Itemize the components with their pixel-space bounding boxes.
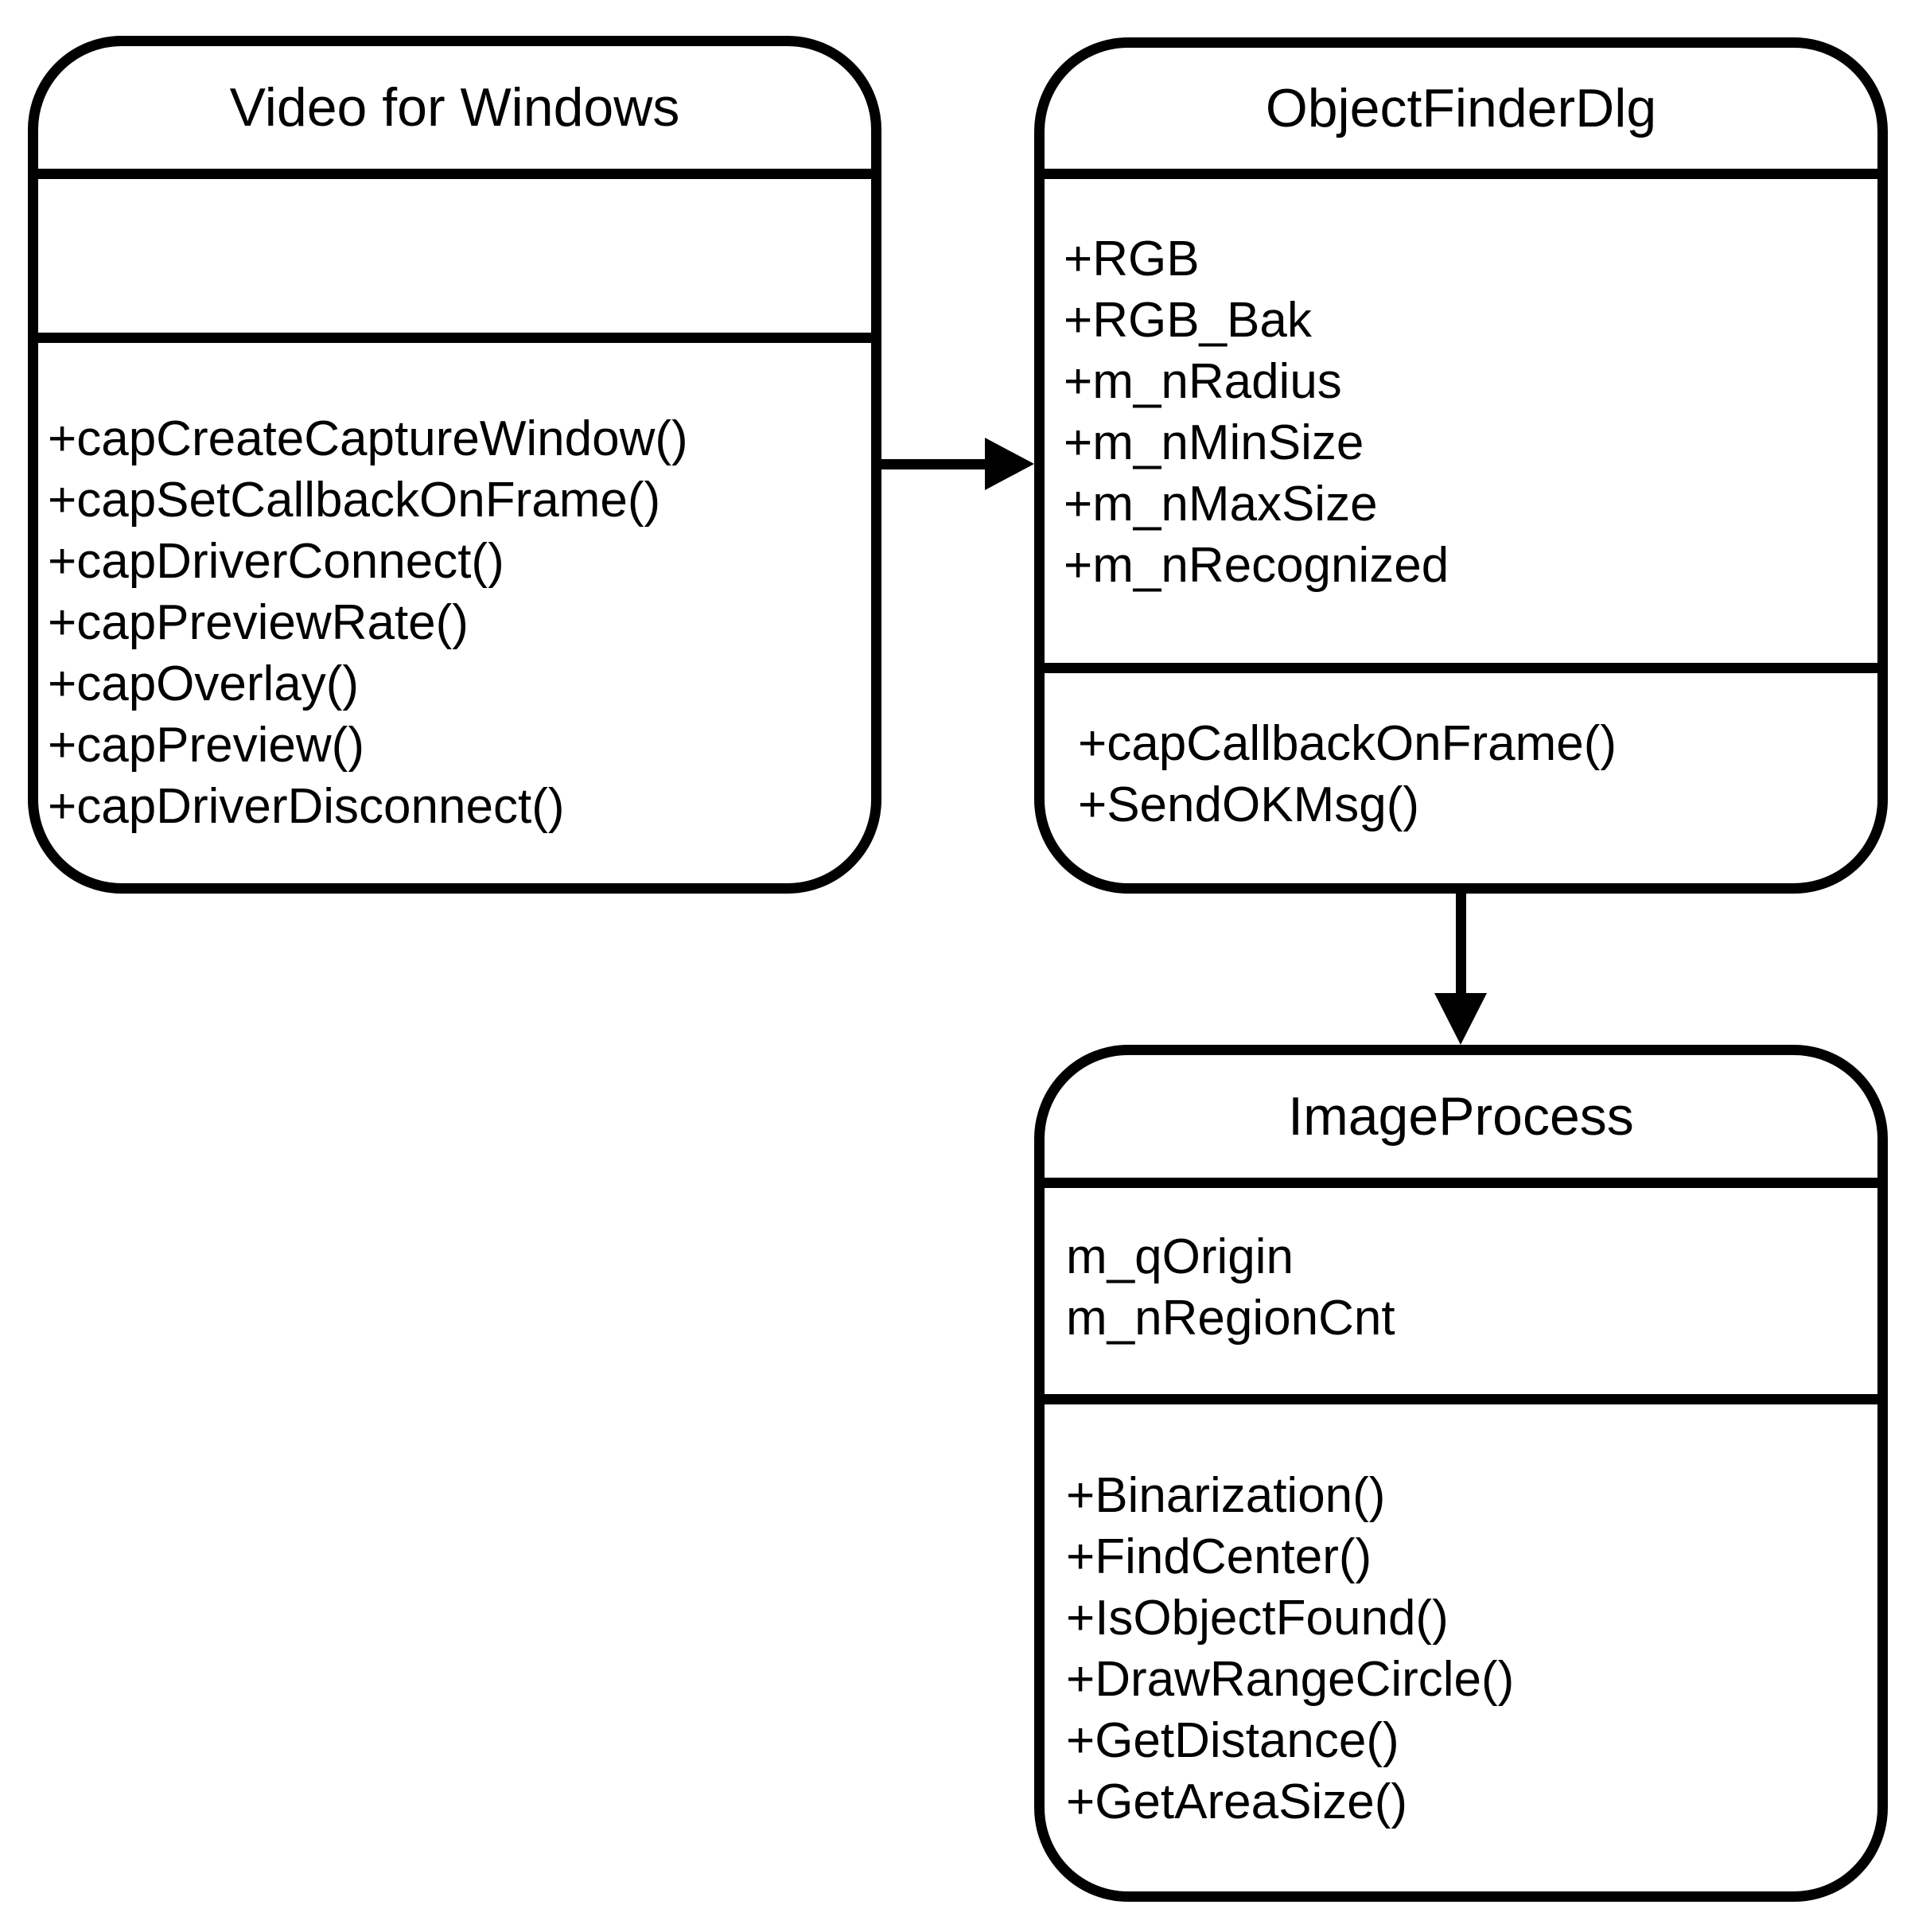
arrow-stem xyxy=(1456,894,1466,997)
attribute-item: +m_nMaxSize xyxy=(1064,477,1378,532)
attributes-compartment xyxy=(38,169,871,333)
arrowhead-right-icon xyxy=(985,438,1034,490)
methods-compartment: +capCallbackOnFrame() +SendOKMsg() xyxy=(1045,663,1877,883)
class-name: ImageProcess xyxy=(1288,1086,1634,1147)
arrowhead-down-icon xyxy=(1434,993,1487,1045)
method-item: +capCreateCaptureWindow() xyxy=(48,411,688,466)
method-item: +GetAreaSize() xyxy=(1066,1774,1408,1829)
attribute-item: m_qOrigin xyxy=(1066,1229,1294,1284)
method-item: +SendOKMsg() xyxy=(1078,777,1420,832)
attribute-item: +m_nMinSize xyxy=(1064,415,1364,470)
method-item: +GetDistance() xyxy=(1066,1713,1399,1768)
method-item: +capPreview() xyxy=(48,718,364,773)
method-item: +DrawRangeCircle() xyxy=(1066,1652,1515,1707)
class-name: Video for Windows xyxy=(229,77,680,138)
class-box-imageprocess: ImageProcess m_qOrigin m_nRegionCnt +Bin… xyxy=(1034,1045,1888,1902)
methods-compartment: +capCreateCaptureWindow() +capSetCallbac… xyxy=(38,333,871,883)
attribute-item: +RGB xyxy=(1064,232,1200,286)
attributes-compartment: +RGB +RGB_Bak +m_nRadius +m_nMinSize +m_… xyxy=(1045,169,1877,663)
attribute-item: +m_nRecognized xyxy=(1064,538,1449,593)
arrow-stem xyxy=(881,459,990,469)
method-item: +capPreviewRate() xyxy=(48,595,469,650)
class-name: ObjectFinderDlg xyxy=(1265,78,1657,138)
method-item: +capOverlay() xyxy=(48,656,360,711)
attributes-compartment: m_qOrigin m_nRegionCnt xyxy=(1045,1178,1877,1394)
method-item: +capDriverConnect() xyxy=(48,534,504,589)
attribute-item: m_nRegionCnt xyxy=(1066,1291,1395,1346)
attribute-item: +RGB_Bak xyxy=(1064,293,1312,348)
class-box-objectfinderdlg: ObjectFinderDlg +RGB +RGB_Bak +m_nRadius… xyxy=(1034,37,1888,894)
attribute-item: +m_nRadius xyxy=(1064,354,1342,409)
method-item: +IsObjectFound() xyxy=(1066,1591,1449,1646)
method-item: +Binarization() xyxy=(1066,1468,1386,1523)
method-item: +capCallbackOnFrame() xyxy=(1078,716,1617,771)
class-box-video-for-windows: Video for Windows +capCreateCaptureWindo… xyxy=(28,36,881,894)
methods-compartment: +Binarization() +FindCenter() +IsObjectF… xyxy=(1045,1394,1877,1891)
method-item: +capDriverDisconnect() xyxy=(48,779,565,834)
method-item: +FindCenter() xyxy=(1066,1529,1372,1584)
method-item: +capSetCallbackOnFrame() xyxy=(48,473,661,528)
